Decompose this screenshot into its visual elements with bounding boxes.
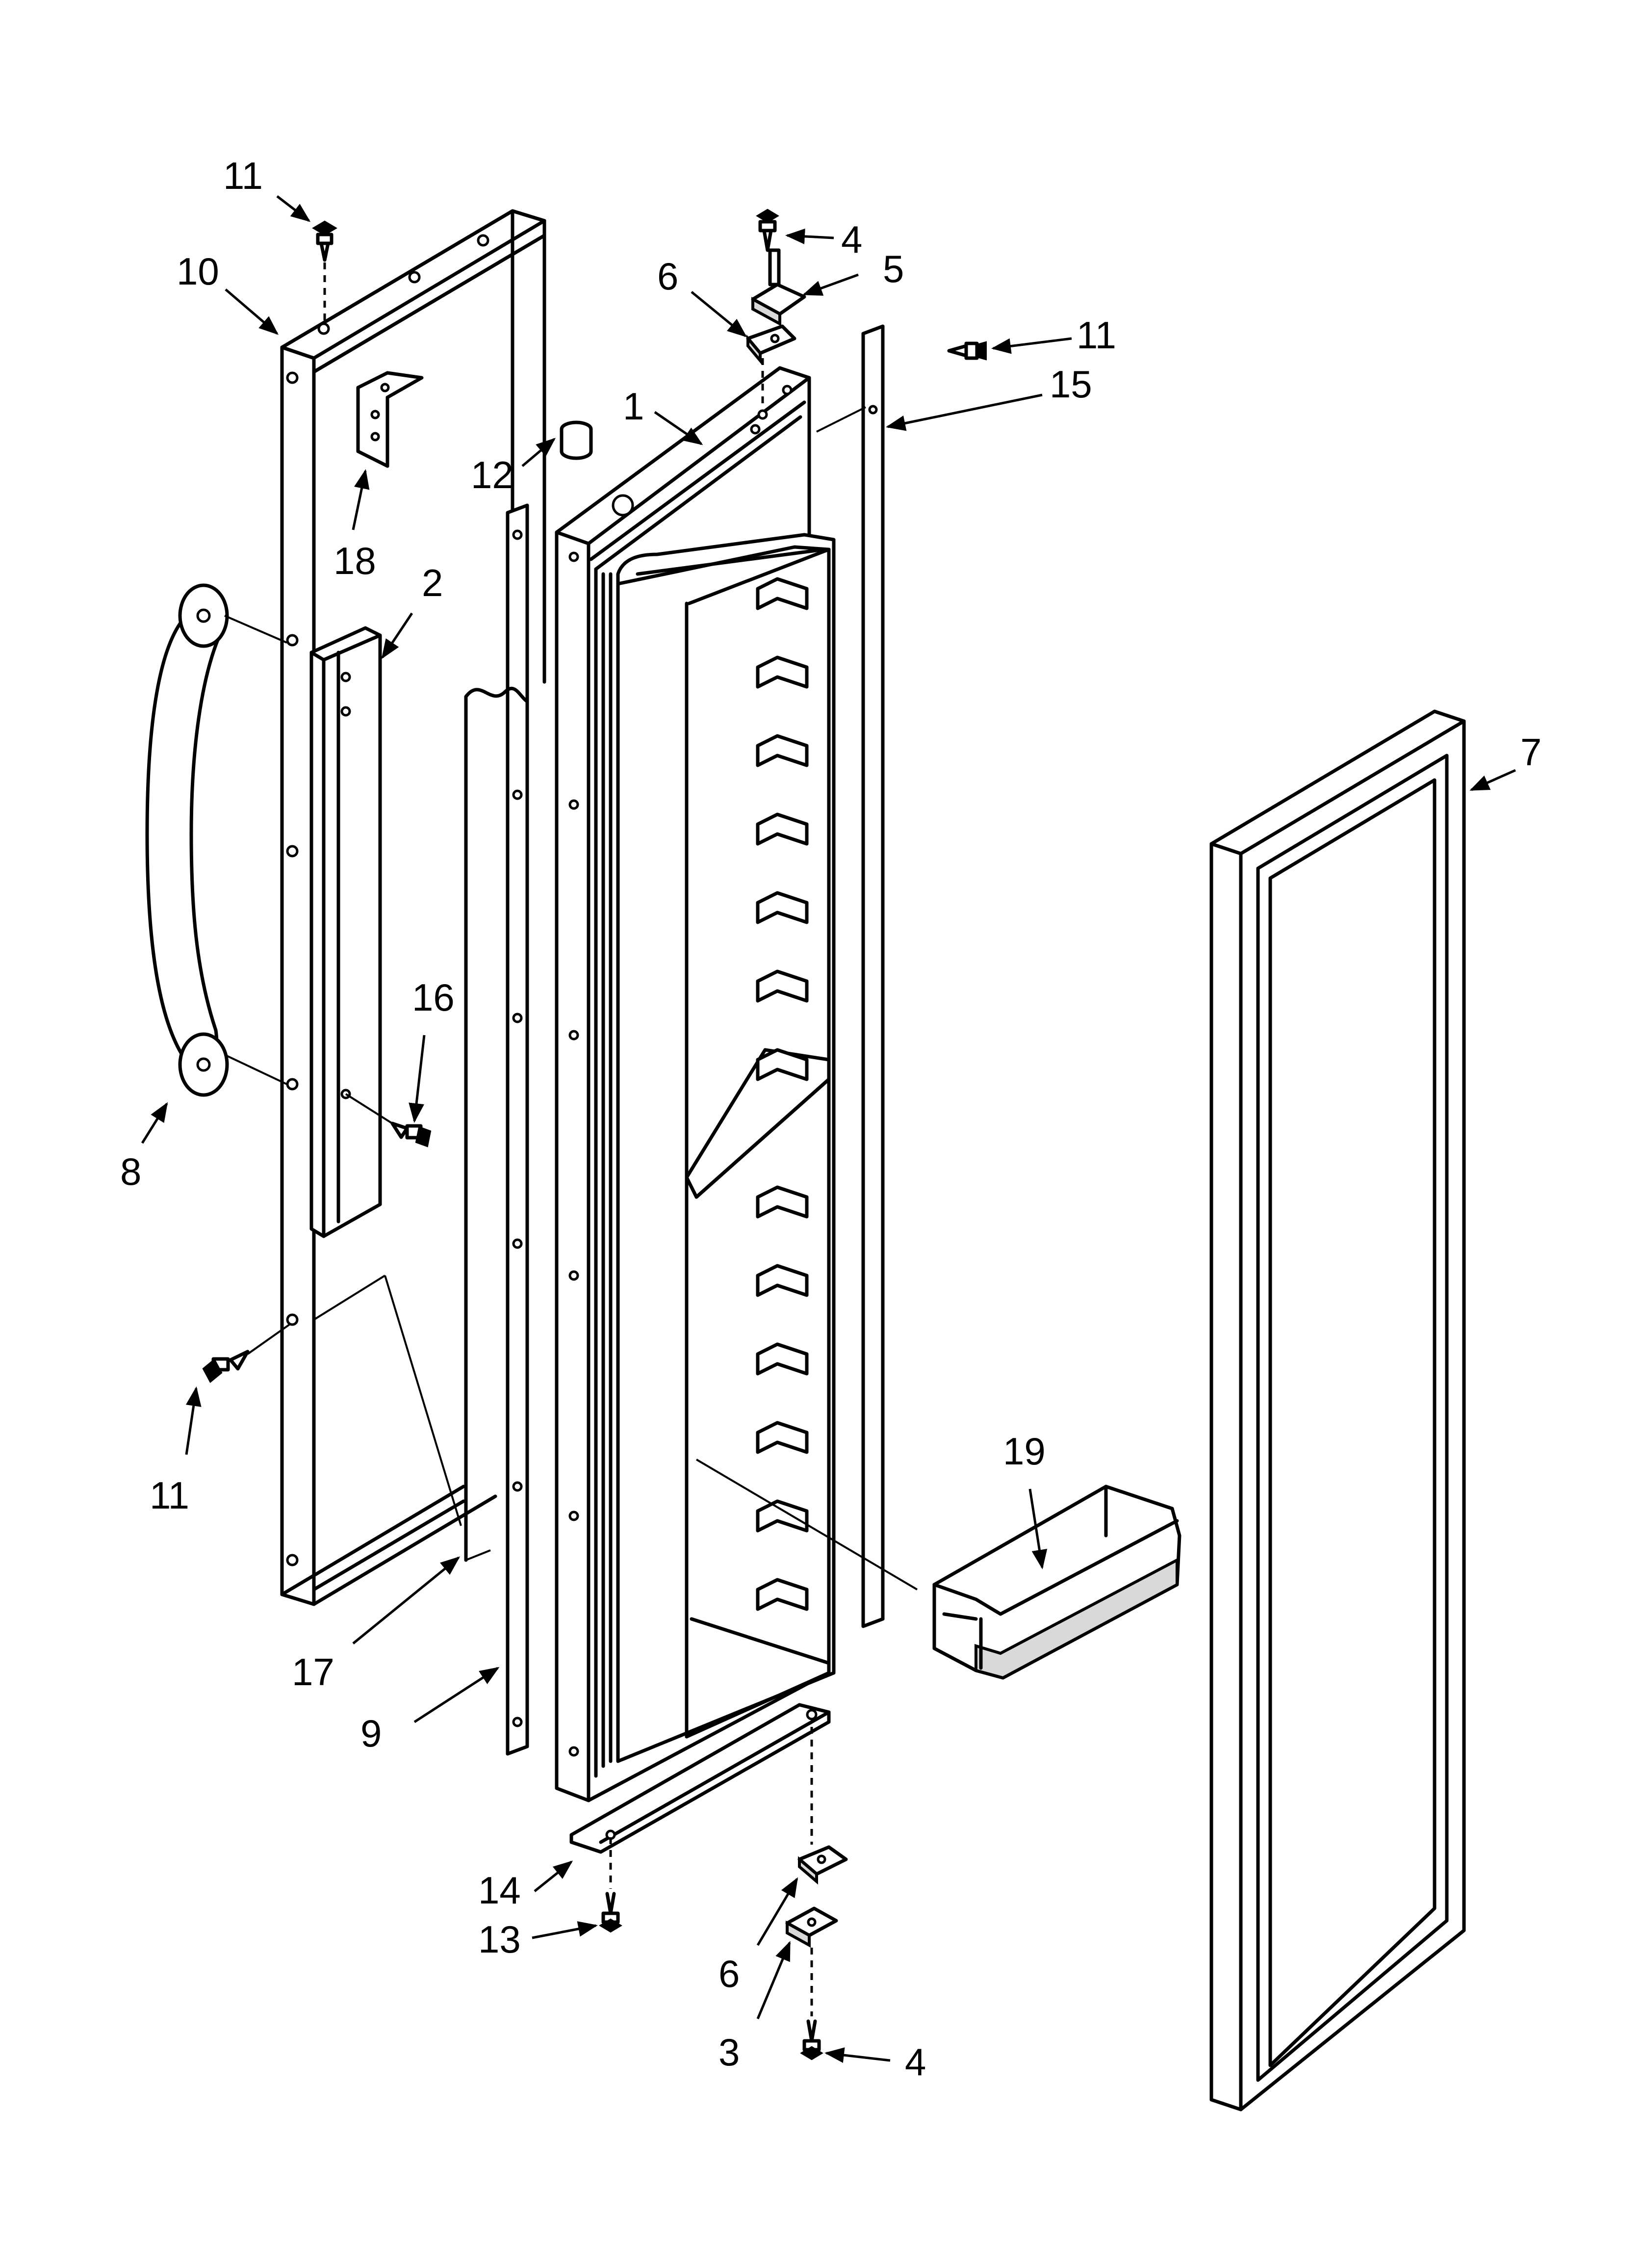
callout-7: 7 (1520, 730, 1541, 774)
hinge-part-5 (751, 248, 806, 327)
callout-8: 8 (120, 1150, 141, 1193)
door-bin-part-19 (695, 1459, 1181, 1680)
callout-16: 16 (412, 976, 455, 1019)
shim-part-6-bottom (797, 1845, 848, 1885)
screw-part-13 (599, 1892, 622, 1933)
callout-18: 18 (334, 539, 376, 582)
rack-tabs (756, 577, 809, 1611)
screw-part-16 (345, 1093, 432, 1147)
callout-11-right: 11 (1077, 313, 1116, 357)
callout-5: 5 (883, 247, 904, 290)
callout-15: 15 (1050, 363, 1092, 406)
leader-arrows (141, 195, 1516, 2063)
callout-12: 12 (471, 453, 513, 496)
callout-19: 19 (1003, 1430, 1046, 1473)
door-liner-part-1 (555, 366, 836, 1802)
hinge-part-3 (785, 1906, 838, 2016)
bracket-part-18 (356, 371, 424, 468)
strip-part-15 (816, 324, 885, 1628)
insulation-part-17 (313, 686, 529, 1562)
callout-11-top: 11 (223, 154, 263, 197)
shim-part-6-top (746, 324, 796, 365)
callout-11-left: 11 (150, 1474, 189, 1517)
bottom-hinge-assembly (785, 1845, 848, 2060)
channel-part-2 (309, 626, 382, 1238)
callout-13: 13 (478, 1918, 521, 1961)
callout-9: 9 (360, 1712, 382, 1755)
hinge-plate-part-14 (569, 1703, 831, 1889)
callout-14: 14 (478, 1869, 521, 1912)
callout-6-bottom: 6 (718, 1952, 740, 1995)
screw-part-11-top (312, 220, 337, 324)
callout-10: 10 (177, 250, 219, 293)
callout-6-top: 6 (657, 255, 678, 298)
screw-part-4-top (756, 209, 779, 252)
callout-3: 3 (718, 2031, 740, 2074)
handle-part-8 (145, 583, 287, 1097)
callout-2: 2 (422, 561, 443, 604)
callout-1: 1 (623, 385, 644, 428)
top-hinge-assembly (746, 209, 806, 407)
gasket-part-7 (1209, 709, 1466, 2112)
callout-4-bottom: 4 (905, 2040, 926, 2084)
screw-part-11-right (947, 341, 987, 361)
plug-part-12 (560, 420, 593, 460)
callout-17: 17 (292, 1650, 334, 1694)
callout-4-top: 4 (841, 218, 862, 261)
screw-part-4-bottom (800, 2019, 823, 2060)
screw-part-11-left (202, 1324, 290, 1383)
door-frame-part-10 (280, 209, 546, 1606)
strip-part-9 (506, 503, 529, 1756)
callout-labels: 11 10 18 2 8 16 11 17 9 12 1 4 5 6 11 15… (120, 154, 1541, 2084)
